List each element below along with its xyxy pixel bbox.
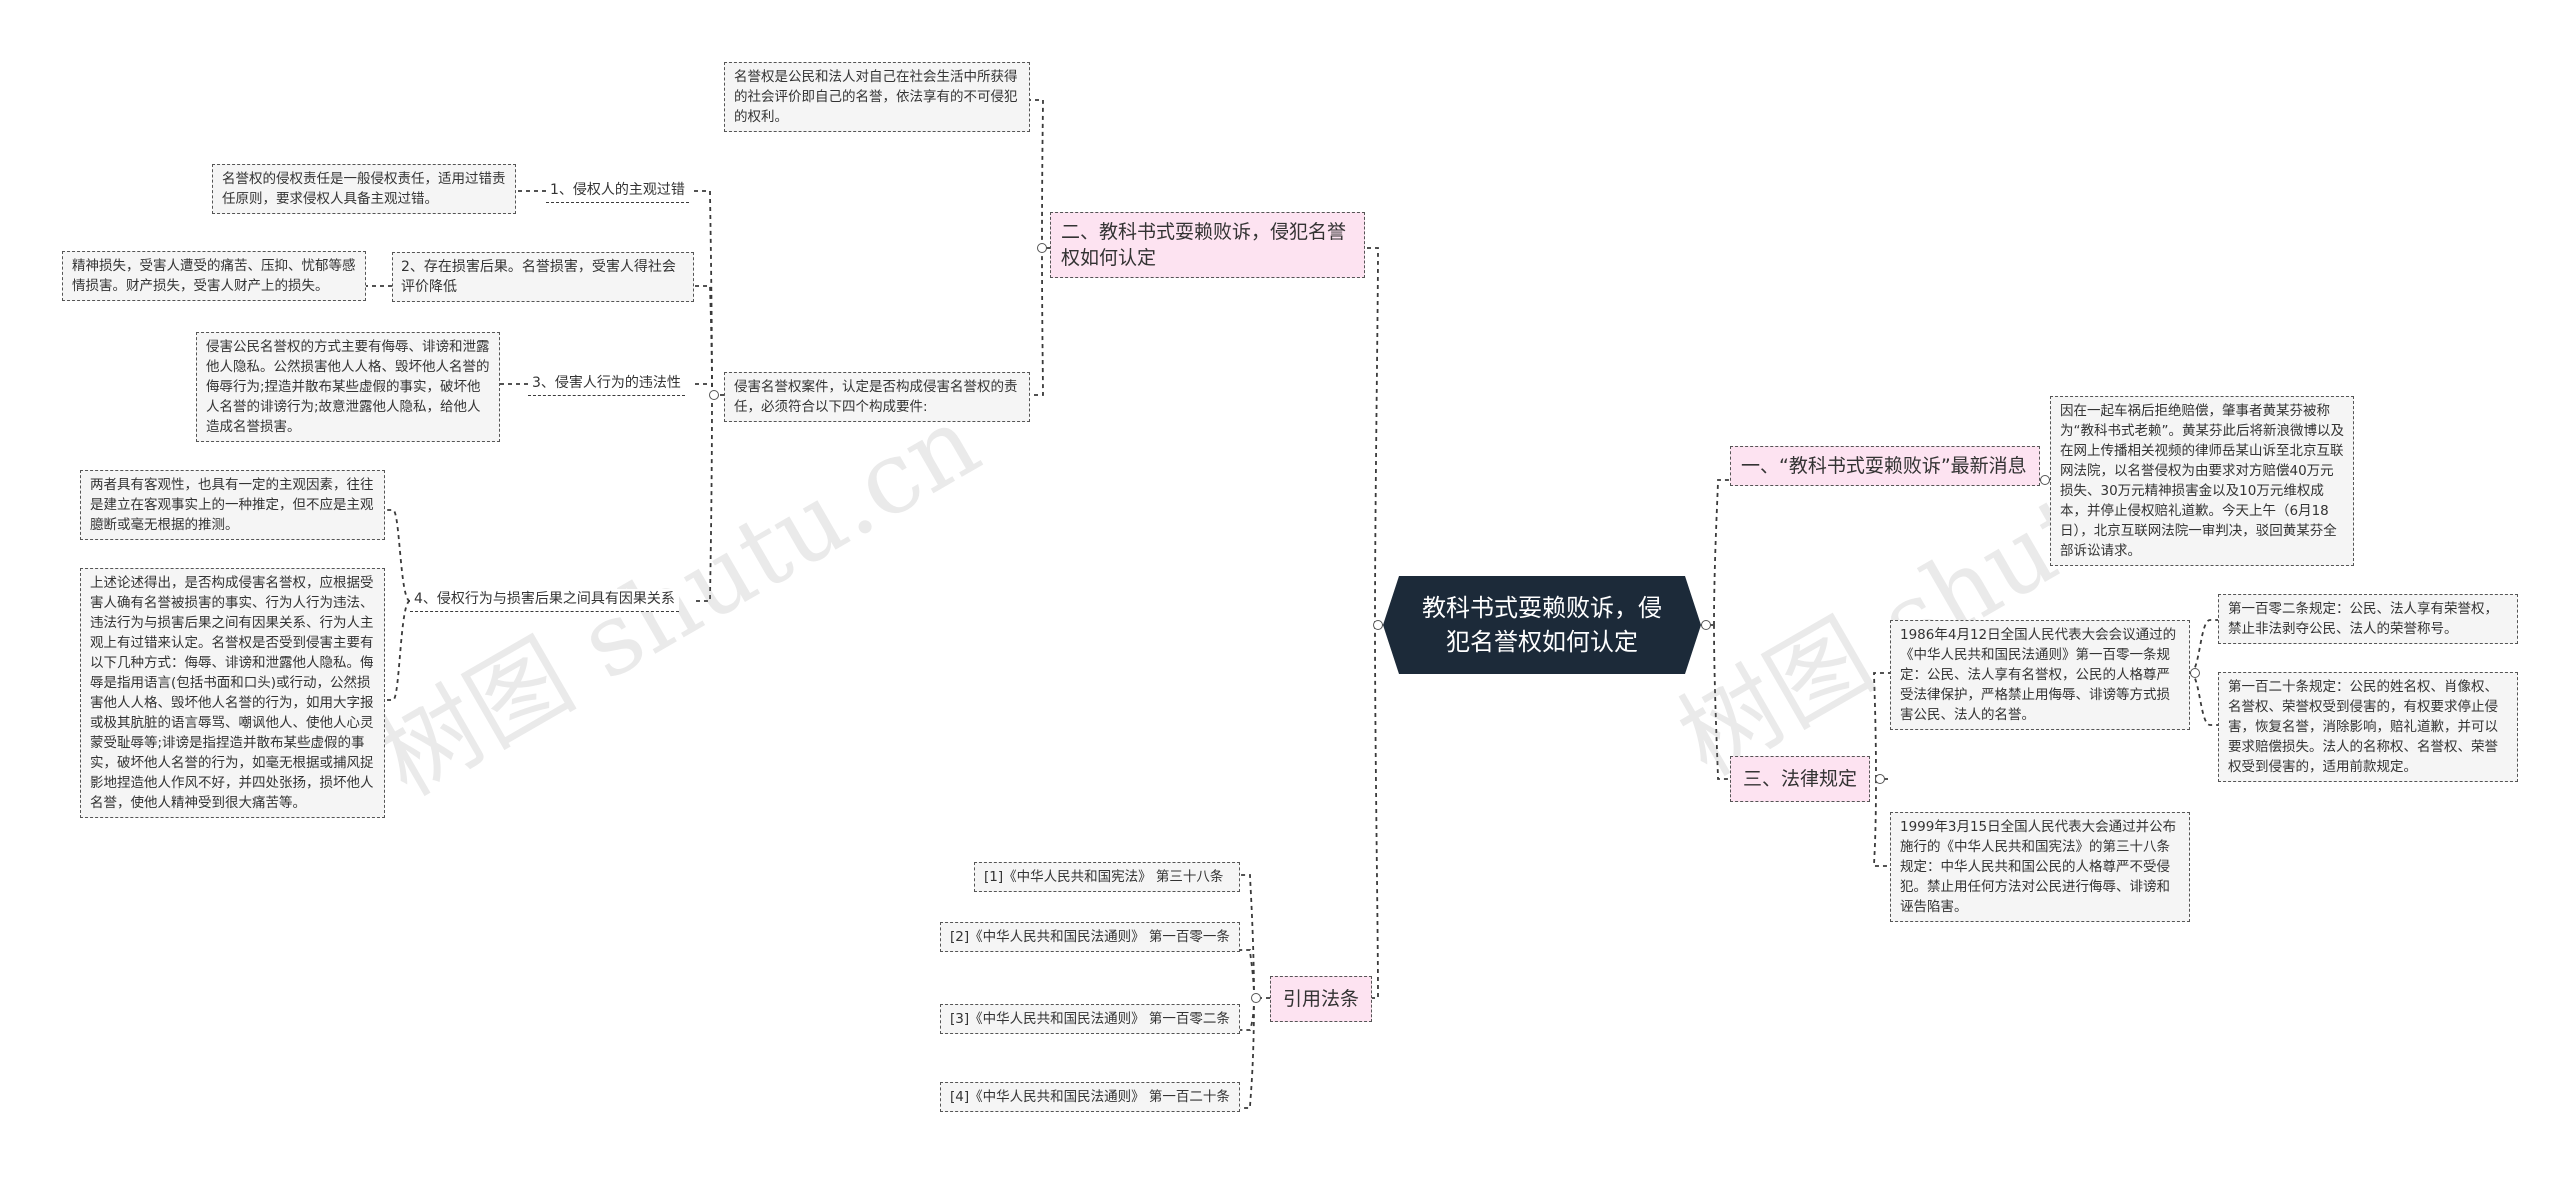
ref-item-2[interactable]: [2]《中华人民共和国民法通则》 第一百零一条 (940, 922, 1240, 952)
section-4-title[interactable]: 引用法条 (1270, 976, 1373, 1022)
definition-note[interactable]: 名誉权是公民和法人对自己在社会生活中所获得的社会评价即自己的名誉，依法享有的不可… (724, 62, 1030, 132)
element-3-label[interactable]: 3、侵害人行为的违法性 (528, 373, 685, 396)
section-1-title[interactable]: 一、“教科书式耍赖败诉”最新消息 (1730, 446, 2040, 486)
element-2-text[interactable]: 精神损失，受害人遭受的痛苦、压抑、忧郁等感情损害。财产损失，受害人财产上的损失。 (62, 251, 366, 301)
law-note-2[interactable]: 1999年3月15日全国人民代表大会通过并公布施行的《中华人民共和国宪法》的第三… (1890, 812, 2190, 922)
ref-item-3[interactable]: [3]《中华人民共和国民法通则》 第一百零二条 (940, 1004, 1240, 1034)
element-3-text[interactable]: 侵害公民名誉权的方式主要有侮辱、诽谤和泄露他人隐私。公然损害他人人格、毁坏他人名… (196, 332, 500, 442)
section-3-title[interactable]: 三、法律规定 (1730, 756, 1871, 802)
element-1-text[interactable]: 名誉权的侵权责任是一般侵权责任，适用过错责任原则，要求侵权人具备主观过错。 (212, 164, 516, 214)
collapse-dot-s1[interactable] (2040, 475, 2050, 485)
collapse-dot-central-left[interactable] (1373, 620, 1383, 630)
requirements-note[interactable]: 侵害名誉权案件，认定是否构成侵害名誉权的责任，必须符合以下四个构成要件: (724, 372, 1030, 422)
collapse-dot-central-right[interactable] (1701, 620, 1711, 630)
section-2-title[interactable]: 二、教科书式耍赖败诉，侵犯名誉权如何认定 (1050, 212, 1365, 278)
element-4-text-a[interactable]: 两者具有客观性，也具有一定的主观因素，往往是建立在客观事实上的一种推定，但不应是… (80, 470, 385, 540)
collapse-dot-s3[interactable] (1875, 774, 1885, 784)
law-note-1a[interactable]: 第一百零二条规定：公民、法人享有荣誉权，禁止非法剥夺公民、法人的荣誉称号。 (2218, 594, 2518, 644)
collapse-dot-s4[interactable] (1251, 993, 1261, 1003)
element-4-text-b[interactable]: 上述论述得出，是否构成侵害名誉权，应根据受害人确有名誉被损害的事实、行为人行为违… (80, 568, 385, 818)
law-note-1[interactable]: 1986年4月12日全国人民代表大会会议通过的《中华人民共和国民法通则》第一百零… (1890, 620, 2190, 730)
news-note[interactable]: 因在一起车祸后拒绝赔偿，肇事者黄某芬被称为“教科书式老赖”。黄某芬此后将新浪微博… (2050, 396, 2354, 566)
collapse-dot-s2[interactable] (1037, 243, 1047, 253)
central-topic[interactable]: 教科书式耍赖败诉，侵犯名誉权如何认定 (1383, 576, 1701, 674)
law-note-1b[interactable]: 第一百二十条规定：公民的姓名权、肖像权、名誉权、荣誉权受到侵害的，有权要求停止侵… (2218, 672, 2518, 782)
collapse-dot-req[interactable] (709, 390, 719, 400)
element-2-label[interactable]: 2、存在损害后果。名誉损害，受害人得社会评价降低 (392, 252, 694, 302)
ref-item-4[interactable]: [4]《中华人民共和国民法通则》 第一百二十条 (940, 1082, 1240, 1112)
element-4-label[interactable]: 4、侵权行为与损害后果之间具有因果关系 (410, 589, 679, 612)
collapse-dot-l1[interactable] (2190, 668, 2200, 678)
ref-item-1[interactable]: [1]《中华人民共和国宪法》 第三十八条 (974, 862, 1240, 892)
element-1-label[interactable]: 1、侵权人的主观过错 (546, 180, 689, 203)
